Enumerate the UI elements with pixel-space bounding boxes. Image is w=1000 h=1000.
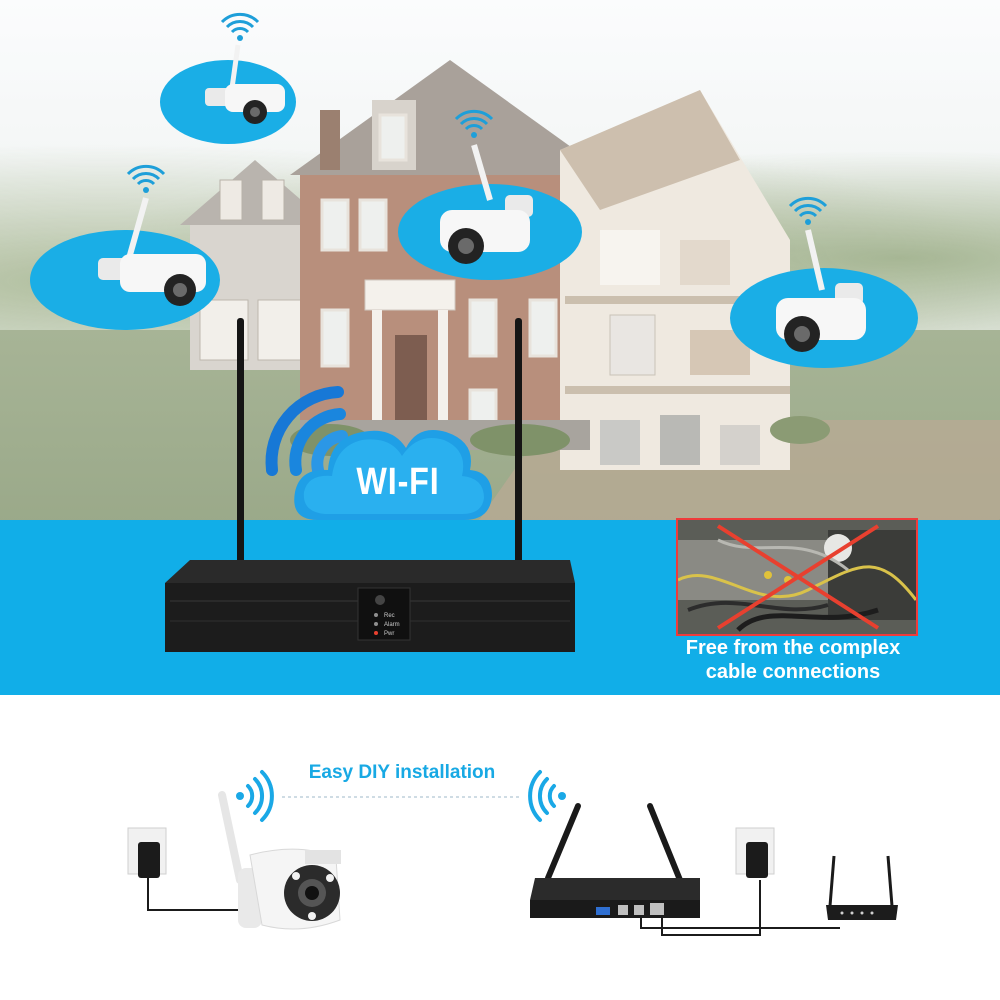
security-camera-icon xyxy=(98,197,206,306)
cloud-wifi-label: WI-FI xyxy=(356,461,440,503)
cable-photo xyxy=(678,520,916,634)
camera-bubble-top-left xyxy=(160,12,296,144)
power-adapter-icon xyxy=(735,827,775,878)
house-scene: Rec Alarm Pwr WI-FI xyxy=(0,0,1000,695)
devices-layer: Rec Alarm Pwr xyxy=(30,12,918,652)
camera-bubble-center xyxy=(398,109,582,280)
security-camera-icon xyxy=(776,229,866,352)
house-illustration xyxy=(180,60,830,470)
inset-caption-line1: Free from the complex xyxy=(685,637,901,659)
security-camera-icon xyxy=(218,791,341,930)
wifi-signal-icon xyxy=(236,770,274,822)
inset-caption-line2: cable connections xyxy=(705,661,881,683)
nvr-led-label: Rec xyxy=(384,613,395,619)
camera-bubble-right xyxy=(730,196,918,368)
inset-caption: Free from the complex cable connections xyxy=(648,636,938,684)
wifi-signal-icon xyxy=(528,770,566,822)
camera-bubble-left xyxy=(30,164,220,330)
power-adapter-icon xyxy=(127,827,240,911)
nvr-led-label: Alarm xyxy=(384,622,400,628)
cross-mark xyxy=(716,524,880,630)
wifi-signal-icon xyxy=(265,386,348,476)
installation-section xyxy=(0,695,1000,1000)
wifi-signal-icon xyxy=(454,109,494,138)
wifi-signal-icon xyxy=(220,12,260,41)
security-camera-icon xyxy=(205,44,285,124)
nvr-recorder-icon xyxy=(530,803,840,936)
security-camera-icon xyxy=(440,144,533,264)
cloud-icon xyxy=(294,430,492,520)
wifi-signal-icon xyxy=(126,164,166,193)
wifi-signal-icon xyxy=(788,196,828,225)
cable-photo-inset xyxy=(676,518,918,636)
installation-label: Easy DIY installation xyxy=(308,762,496,783)
router-icon xyxy=(826,855,898,920)
nvr-recorder-icon: Rec Alarm Pwr xyxy=(165,318,575,652)
installation-diagram xyxy=(127,770,898,936)
nvr-led-label: Pwr xyxy=(384,631,394,637)
